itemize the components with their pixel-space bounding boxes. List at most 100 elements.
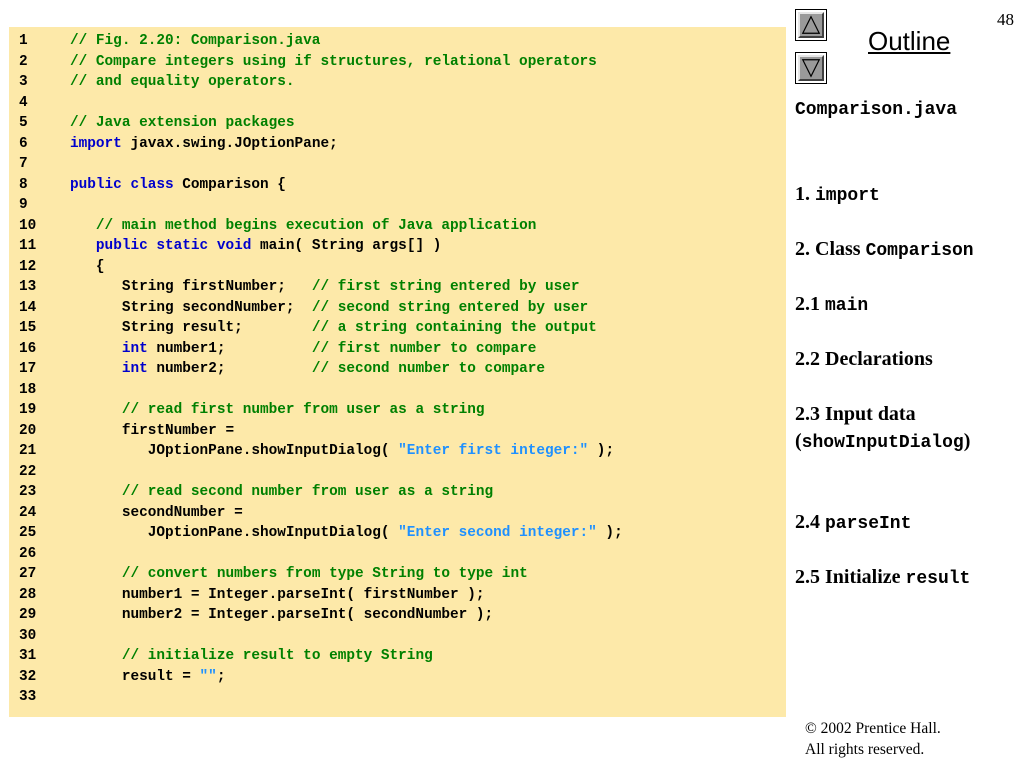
code-token-comment: // Java extension packages [70,115,295,131]
code-token-plain [70,341,122,357]
code-text: String secondNumber; // second string en… [70,298,588,318]
code-token-plain: javax.swing.JOptionPane; [121,135,338,152]
code-token-keyword: public static void [95,238,252,254]
code-token-plain [70,648,122,664]
code-token-comment: // read second number from user as a str… [121,484,494,500]
code-text: number1 = Integer.parseInt( firstNumber … [70,585,485,605]
code-token-plain: JOptionPane.showInputDialog( [70,443,399,459]
code-text: JOptionPane.showInputDialog( "Enter firs… [70,441,614,461]
code-token-plain: String firstNumber; [70,279,312,295]
code-token-comment: // initialize result to empty String [121,648,433,664]
outline-item-import: 1. import [795,183,880,206]
line-number: 10 [19,217,37,234]
line-number: 32 [19,668,37,685]
line-number: 24 [19,504,37,521]
code-token-plain: secondNumber = [70,504,243,521]
line-number: 1 [19,33,28,49]
code-text: number2 = Integer.parseInt( secondNumber… [70,605,493,625]
outline-item-initialize-result: 2.5 Initialize result [795,566,971,589]
copyright-text: © 2002 Prentice Hall. [805,720,941,737]
code-text: // Compare integers using if structures,… [70,52,597,72]
code-token-comment: // second number to compare [311,361,546,377]
previous-slide-button[interactable] [795,9,827,41]
code-token-plain: String result; [70,320,312,336]
code-text: public class Comparison { [70,175,286,195]
line-number: 20 [19,422,37,439]
code-text: String result; // a string containing th… [70,318,597,338]
code-token-comment: // convert numbers from type String to t… [121,566,528,582]
code-token-plain [70,484,122,500]
line-number: 6 [19,135,28,152]
line-number: 7 [19,156,28,172]
code-token-plain: main( String args[] ) [251,238,442,254]
code-token-keyword: int [121,340,148,357]
code-token-plain [70,218,96,234]
line-number: 21 [19,443,37,459]
code-token-plain: firstNumber = [70,422,235,439]
line-number: 28 [19,586,37,603]
code-token-string: "Enter second integer:" [398,525,597,541]
line-number: 17 [19,361,37,377]
code-text: JOptionPane.showInputDialog( "Enter seco… [70,523,623,543]
code-token-comment: // first number to compare [311,340,537,357]
line-number: 26 [19,545,37,562]
code-token-plain: number1; [147,340,312,357]
code-token-plain: String secondNumber; [70,299,312,316]
code-text: // convert numbers from type String to t… [70,564,528,584]
next-slide-button[interactable] [795,52,827,84]
outline-item-declarations: 2.2 Declarations [795,348,933,370]
code-token-plain: { [70,258,105,275]
code-text: secondNumber = [70,503,243,523]
code-text: public static void main( String args[] ) [70,236,441,256]
line-number: 4 [19,94,28,111]
code-token-comment: // a string containing the output [311,320,597,336]
copyright-footer: © 2002 Prentice Hall. All rights reserve… [805,718,941,760]
line-number: 33 [19,689,37,705]
code-token-string: "Enter first integer:" [398,443,589,459]
code-text: firstNumber = [70,421,234,441]
code-token-keyword: int [121,361,148,377]
line-number: 25 [19,525,37,541]
code-token-keyword: public class [70,176,174,193]
code-token-plain: number2; [147,361,312,377]
code-text: { [70,257,105,277]
code-token-plain: result = [70,668,200,685]
line-number: 15 [19,320,37,336]
outline-link[interactable]: Outline [868,26,951,56]
code-text: // read second number from user as a str… [70,482,493,502]
outline-item-main: 2.1 main [795,293,869,316]
line-number: 27 [19,566,37,582]
line-number: 22 [19,463,37,480]
triangle-down-icon [801,59,821,78]
code-token-comment: // main method begins execution of Java … [95,217,537,234]
code-token-comment: // read first number from user as a stri… [121,402,485,418]
line-number: 9 [19,197,28,213]
code-text: // main method begins execution of Java … [70,216,536,236]
code-token-comment: // Fig. 2.20: Comparison.java [70,33,321,49]
line-number: 12 [19,258,37,275]
line-number: 3 [19,74,28,90]
line-number: 2 [19,53,28,70]
line-number: 14 [19,299,37,316]
code-token-plain [70,361,122,377]
code-text: // and equality operators. [70,72,295,92]
code-token-plain [70,238,96,254]
code-token-plain: ; [216,668,226,685]
code-token-plain: JOptionPane.showInputDialog( [70,525,399,541]
code-token-plain [70,566,122,582]
code-token-comment: // and equality operators. [70,74,295,90]
code-token-comment: // Compare integers using if structures,… [70,53,597,70]
code-token-comment: // second string entered by user [311,299,589,316]
code-listing: 1 // Fig. 2.20: Comparison.java 2 // Compar… [9,27,786,717]
code-token-plain: Comparison { [173,176,286,193]
code-token-plain: ); [596,525,623,541]
line-number: 30 [19,627,37,644]
line-number: 31 [19,648,37,664]
code-text: // Java extension packages [70,113,295,133]
code-text: // initialize result to empty String [70,646,433,666]
file-name: Comparison.java [795,100,958,120]
code-text: // read first number from user as a stri… [70,400,485,420]
code-token-string: "" [199,668,217,685]
line-number: 13 [19,279,37,295]
code-text: result = ""; [70,667,226,687]
